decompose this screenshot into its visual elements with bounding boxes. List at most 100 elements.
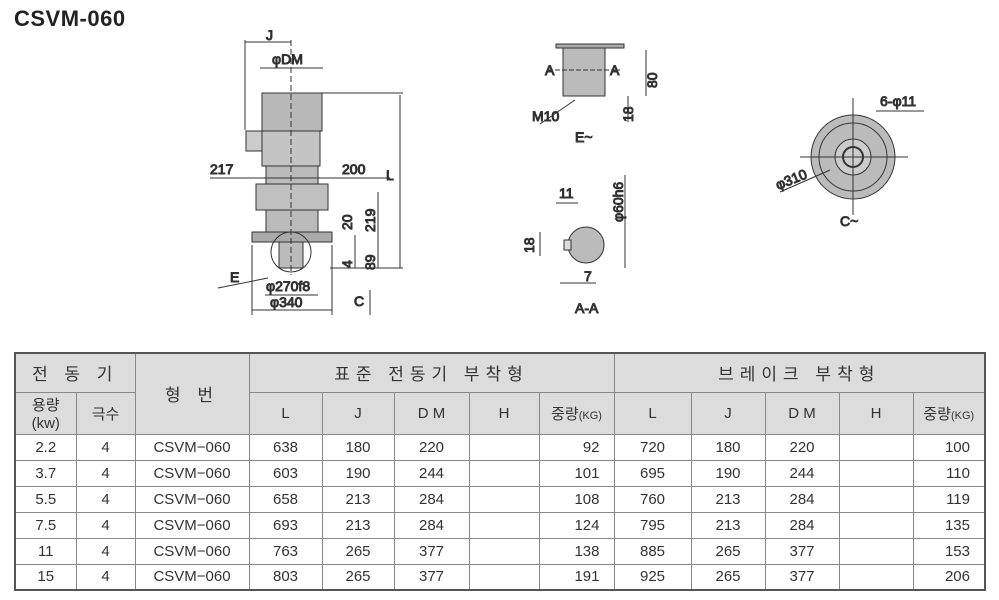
table-cell: 4 [75,563,136,591]
table-cell [468,563,540,591]
page-title: CSVM-060 [14,6,126,31]
table-cell: 7.5 [14,511,77,539]
label-a-right: A [610,62,620,78]
table-cell: 108 [538,485,615,513]
table-cell [838,563,914,591]
table-cell: 5.5 [14,485,77,513]
label-j: J [266,27,273,43]
table-cell: 190 [321,459,395,487]
table-cell: 11 [14,537,77,565]
table-cell: 4 [75,511,136,539]
table-cell: 2.2 [14,433,77,461]
table-cell: 190 [690,459,766,487]
table-cell: CSVM−060 [134,563,250,591]
table-cell: 638 [248,433,323,461]
header-model: 형 번 [134,352,250,435]
table-cell: 284 [764,485,840,513]
table-cell: 180 [321,433,395,461]
table-cell: 213 [690,511,766,539]
label-l: L [386,167,394,183]
table-cell: 15 [14,563,77,591]
table-cell: 119 [912,485,986,513]
table-cell: 265 [321,537,395,565]
header-motor: 전 동 기 [14,352,136,393]
header-j: J [321,391,395,435]
table-cell [838,459,914,487]
table-cell: 265 [321,563,395,591]
table-cell: 138 [538,537,615,565]
table-cell: 206 [912,563,986,591]
header-brake: 브레이크 부착형 [613,352,986,393]
label-20: 20 [339,214,355,230]
table-cell: 695 [613,459,692,487]
table-cell: 658 [248,485,323,513]
table-cell: 885 [613,537,692,565]
table-cell: 244 [764,459,840,487]
table-cell: 213 [690,485,766,513]
table-cell: 4 [75,459,136,487]
header-brake-dm: D M [764,391,840,435]
table-cell: 803 [248,563,323,591]
table-cell: 925 [613,563,692,591]
table-cell: CSVM−060 [134,485,250,513]
label-270: φ270f8 [266,278,310,294]
label-219: 219 [362,208,378,232]
label-a-left: A [545,62,555,78]
table-cell: 265 [690,563,766,591]
label-340: φ340 [270,294,303,310]
table-cell: 100 [912,433,986,461]
label-310: φ310 [773,166,809,193]
table-cell: 3.7 [14,459,77,487]
label-18-aa: 18 [521,237,537,253]
section-aa-view [539,175,626,284]
table-cell [838,511,914,539]
table-cell: 213 [321,511,395,539]
label-m10: M10 [532,108,559,124]
label-200: 200 [342,161,366,177]
detail-e-view [539,43,647,125]
header-dm: D M [393,391,470,435]
label-dm: φDM [272,51,303,67]
label-e: E [230,269,239,285]
table-cell: 213 [321,485,395,513]
table-cell: 4 [75,485,136,513]
table-cell: 603 [248,459,323,487]
header-l: L [248,391,323,435]
table-cell [468,511,540,539]
table-cell: CSVM−060 [134,511,250,539]
table-cell: 377 [764,537,840,565]
table-cell: 377 [393,537,470,565]
table-cell [838,485,914,513]
table-cell [468,485,540,513]
label-11: 11 [559,185,574,201]
table-cell: 124 [538,511,615,539]
table-cell: 377 [764,563,840,591]
table-cell: 92 [538,433,615,461]
label-60h6: φ60h6 [610,182,626,222]
header-brake-j: J [690,391,766,435]
table-cell: 284 [393,511,470,539]
label-89: 89 [362,254,378,270]
table-cell [468,433,540,461]
header-brake-weight: 중량(KG) [912,391,986,435]
table-cell: 101 [538,459,615,487]
table-cell: 191 [538,563,615,591]
label-c: C [354,293,364,309]
table-cell: 284 [764,511,840,539]
table-cell: 4 [75,433,136,461]
table-cell: 153 [912,537,986,565]
header-standard: 표준 전동기 부착형 [248,352,615,393]
table-cell: 377 [393,563,470,591]
table-cell: 720 [613,433,692,461]
header-brake-h: H [838,391,914,435]
dimension-drawings: J φDM 217 200 L 20 219 4 89 E φ270f8 φ34… [210,27,924,317]
caption-aa: A-A [575,300,599,316]
header-h: H [468,391,540,435]
table-cell: CSVM−060 [134,537,250,565]
